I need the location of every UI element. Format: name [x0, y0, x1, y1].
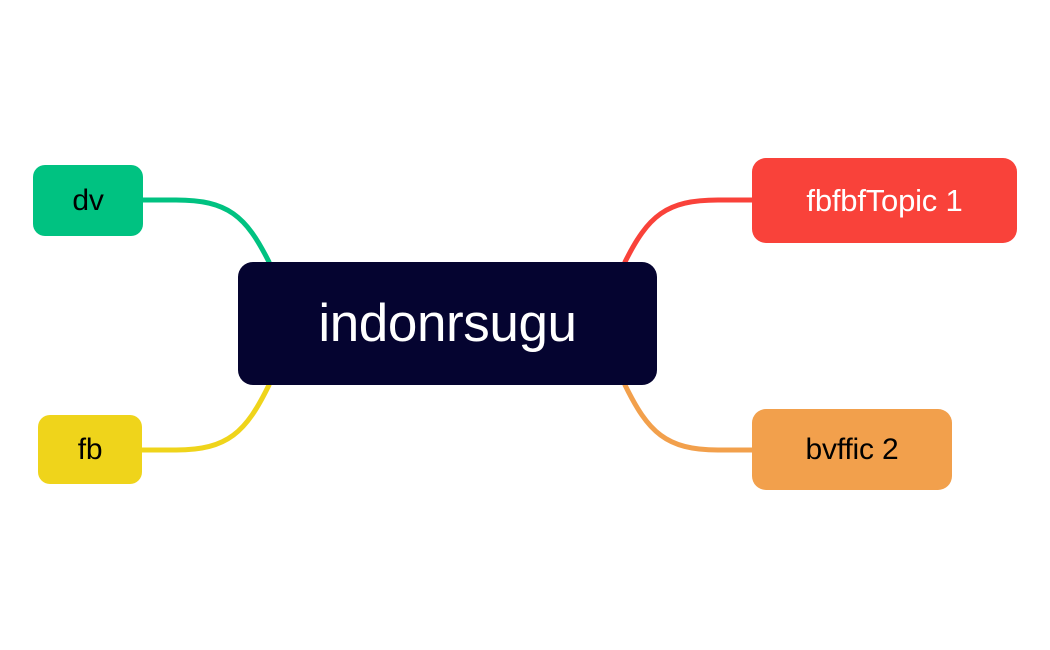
branch-node-label-dv: dv — [72, 183, 104, 217]
branch-node-label-topic2: bvffic 2 — [805, 432, 899, 466]
connector-dv — [140, 197, 272, 265]
mind-map-branch-node-topic2[interactable]: bvffic 2 — [752, 409, 952, 490]
mind-map-branch-node-fb[interactable]: fb — [38, 415, 142, 484]
connector-fb — [139, 382, 272, 453]
mind-map-branch-node-topic1[interactable]: fbfbfTopic 1 — [752, 158, 1017, 243]
branch-node-label-topic1: fbfbfTopic 1 — [806, 183, 963, 218]
connector-topic1 — [622, 197, 755, 265]
branch-node-label-fb: fb — [77, 432, 103, 466]
mind-map-branch-node-dv[interactable]: dv — [33, 165, 143, 236]
root-node-label: indonrsugu — [318, 294, 577, 353]
mind-map-root-node[interactable]: indonrsugu — [238, 262, 657, 385]
connector-topic2 — [622, 382, 755, 453]
